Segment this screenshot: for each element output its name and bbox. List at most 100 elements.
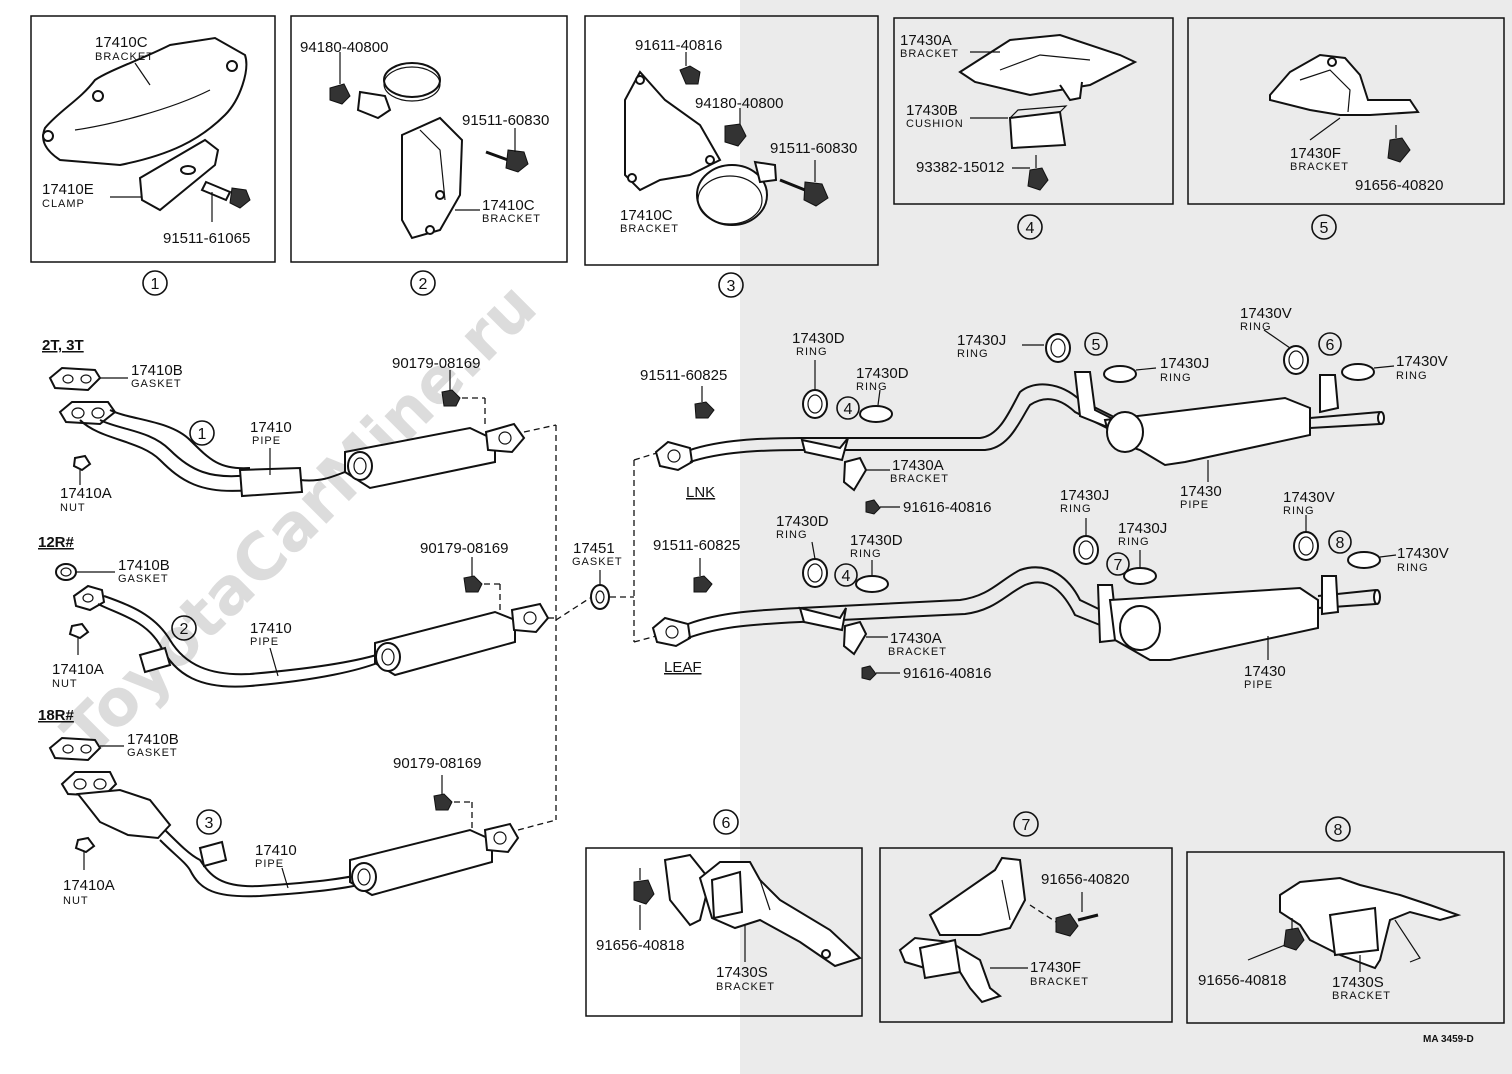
part-name: BRACKET: [716, 981, 775, 993]
part-number: 17430F: [1030, 959, 1081, 976]
part-number: 17430S: [716, 964, 768, 981]
part-number: 93382-15012: [916, 159, 1004, 176]
part-name: NUT: [60, 502, 86, 514]
part-name: RING: [1118, 536, 1150, 548]
section-marker-circle: [718, 272, 744, 298]
part-number: 91511-60830: [770, 140, 857, 157]
section-ref: 8: [1336, 535, 1345, 552]
part-name: RING: [776, 529, 808, 541]
part-number: 17410E: [42, 181, 94, 198]
part-number: 17430J: [1160, 355, 1209, 372]
part-name: BRACKET: [620, 223, 679, 235]
detail-box-1: 17410C BRACKET 17410E CLAMP 91511-61065: [30, 15, 276, 263]
detail-box-6: 91656-40818 17430S BRACKET: [585, 847, 863, 1017]
section-ref: 5: [1092, 337, 1101, 354]
part-name: GASKET: [572, 556, 623, 568]
part-number: 17430D: [776, 513, 829, 530]
section-ref: 2: [180, 621, 189, 638]
part-name: BRACKET: [1290, 161, 1349, 173]
section-number: 7: [1022, 817, 1031, 834]
part-number: 91616-40816: [903, 665, 991, 682]
section-marker-circle: [1013, 811, 1039, 837]
engine-variant: 18R#: [38, 707, 75, 724]
detail-box-2: 94180-40800 91511-60830 17410C BRACKET: [290, 15, 568, 263]
part-number: 90179-08169: [420, 540, 508, 557]
part-name: PIPE: [252, 435, 281, 447]
part-name: RING: [856, 381, 888, 393]
part-number: 94180-40800: [695, 95, 783, 112]
part-name: CUSHION: [906, 118, 964, 130]
part-number: 17410C: [620, 207, 673, 224]
diagram-code: MA 3459-D: [1423, 1034, 1474, 1045]
part-number: 94180-40800: [300, 39, 388, 56]
part-number: 17430B: [906, 102, 958, 119]
watermark: ToyotaCarMine.ru: [49, 269, 551, 771]
part-name: PIPE: [255, 858, 284, 870]
part-number: 17451: [573, 540, 615, 557]
part-number: 17410C: [482, 197, 535, 214]
part-number: 90179-08169: [392, 355, 480, 372]
detail-box-7: 91656-40820 17430F BRACKET: [879, 847, 1173, 1023]
section-marker-circle: [713, 809, 739, 835]
part-number: 91511-60825: [640, 367, 727, 384]
part-number: 17410A: [63, 877, 115, 894]
part-number: 91611-40816: [635, 37, 722, 54]
section-marker-circle: [196, 809, 222, 835]
background-white: [0, 870, 740, 1074]
section-number: 1: [151, 276, 160, 293]
part-number: 17430J: [957, 332, 1006, 349]
detail-box-8: 91656-40818 17430S BRACKET: [1186, 851, 1505, 1024]
engine-variant: 2T, 3T: [42, 337, 84, 354]
part-number: 17410A: [52, 661, 104, 678]
section-marker-circle: [1311, 214, 1337, 240]
variant-label: LNK: [686, 484, 715, 501]
part-name: BRACKET: [1030, 976, 1089, 988]
rear-pipe-leaf: LEAF 91511-60825 17430D RING 4 17430D RI…: [651, 487, 1449, 691]
section-ref: 4: [844, 401, 853, 418]
part-number: 17430D: [850, 532, 903, 549]
part-number: 91656-40820: [1041, 871, 1129, 888]
section-ref: 7: [1114, 557, 1123, 574]
part-number: 17430V: [1397, 545, 1449, 562]
part-number: 17410: [250, 620, 292, 637]
section-marker-circle: [1106, 552, 1130, 576]
section-marker-circle: [410, 270, 436, 296]
part-name: PIPE: [250, 636, 279, 648]
part-name: BRACKET: [95, 51, 154, 63]
part-number: 17430V: [1240, 305, 1292, 322]
section-marker-circle: [834, 563, 858, 587]
section-number: 8: [1334, 822, 1343, 839]
part-number: 17430A: [890, 630, 942, 647]
part-name: PIPE: [1244, 679, 1273, 691]
part-number: 17430V: [1283, 489, 1335, 506]
section-marker-circle: [1084, 332, 1108, 356]
part-name: BRACKET: [1332, 990, 1391, 1002]
part-name: RING: [1060, 503, 1092, 515]
section-number: 2: [419, 276, 428, 293]
section-ref: 3: [205, 815, 214, 832]
part-name: GASKET: [127, 747, 178, 759]
section-number: 6: [722, 815, 731, 832]
detail-box-5: 17430F BRACKET 91656-40820: [1187, 17, 1505, 205]
section-marker-circle: [1328, 530, 1352, 554]
part-number: 17430A: [892, 457, 944, 474]
section-marker-circle: [836, 396, 860, 420]
part-number: 90179-08169: [393, 755, 481, 772]
section-marker-circle: [142, 270, 168, 296]
part-name: NUT: [52, 678, 78, 690]
part-number: 91511-60830: [462, 112, 549, 129]
part-number: 17430: [1180, 483, 1222, 500]
section-ref: 4: [842, 568, 851, 585]
section-ref: 1: [198, 426, 207, 443]
part-number: 17410C: [95, 34, 148, 51]
part-number: 17430V: [1396, 353, 1448, 370]
part-number: 17430F: [1290, 145, 1341, 162]
part-number: 17430: [1244, 663, 1286, 680]
part-name: NUT: [63, 895, 89, 907]
part-number: 17430A: [900, 32, 952, 49]
ring-shape: [802, 389, 828, 419]
variant-label: LEAF: [664, 659, 702, 676]
part-number: 17410B: [131, 362, 183, 379]
section-number: 3: [727, 278, 736, 295]
